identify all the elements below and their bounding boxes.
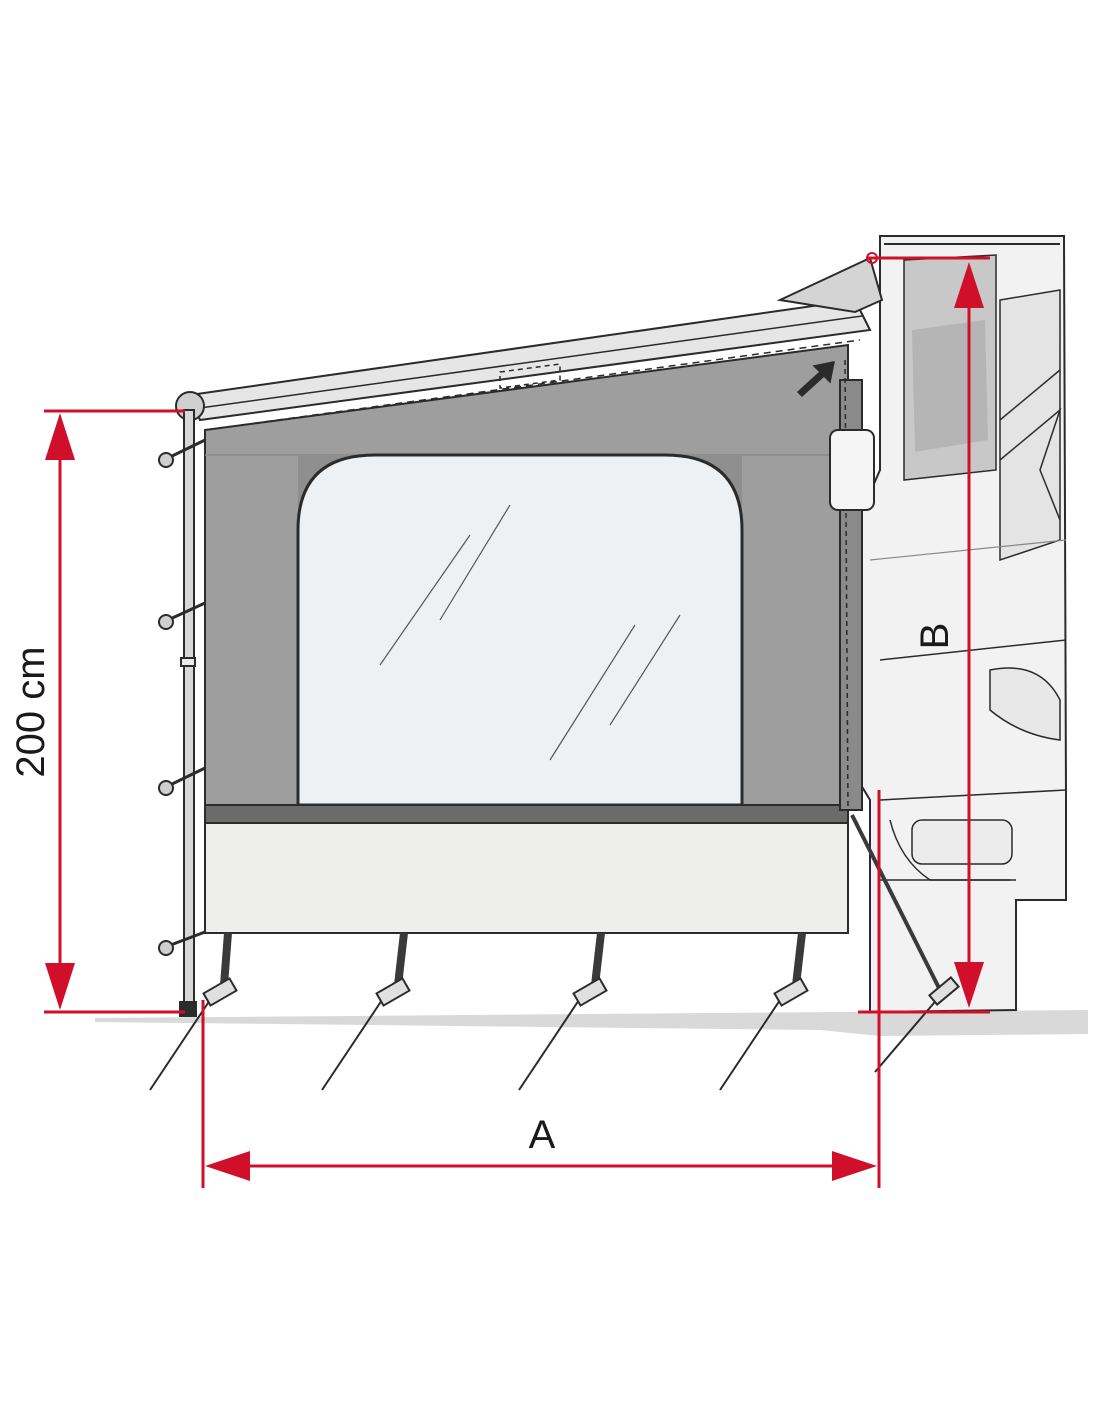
dimension-width-bottom — [201, 790, 881, 1188]
side-panel — [204, 343, 875, 934]
ground — [95, 1010, 1088, 1036]
dimension-height-left — [44, 409, 185, 1014]
detail-arrow — [796, 361, 835, 398]
peg-1 — [149, 932, 238, 1091]
support-pole — [158, 409, 206, 1017]
window-glare — [379, 504, 681, 761]
panel-band — [204, 804, 849, 824]
label-width-bottom: A — [529, 1113, 556, 1157]
peg-guy-line — [850, 814, 960, 1073]
dimension-height-right — [858, 252, 990, 1014]
peg-4 — [719, 932, 809, 1091]
pole-hooks — [158, 438, 206, 956]
label-height-left: 200 cm — [9, 646, 53, 777]
window — [296, 453, 744, 807]
ground-pegs — [149, 814, 960, 1091]
vehicle — [857, 235, 1067, 1014]
panel-skirt — [204, 822, 849, 934]
label-height-right: B — [913, 623, 957, 650]
peg-2 — [321, 932, 411, 1091]
peg-3 — [518, 932, 608, 1091]
